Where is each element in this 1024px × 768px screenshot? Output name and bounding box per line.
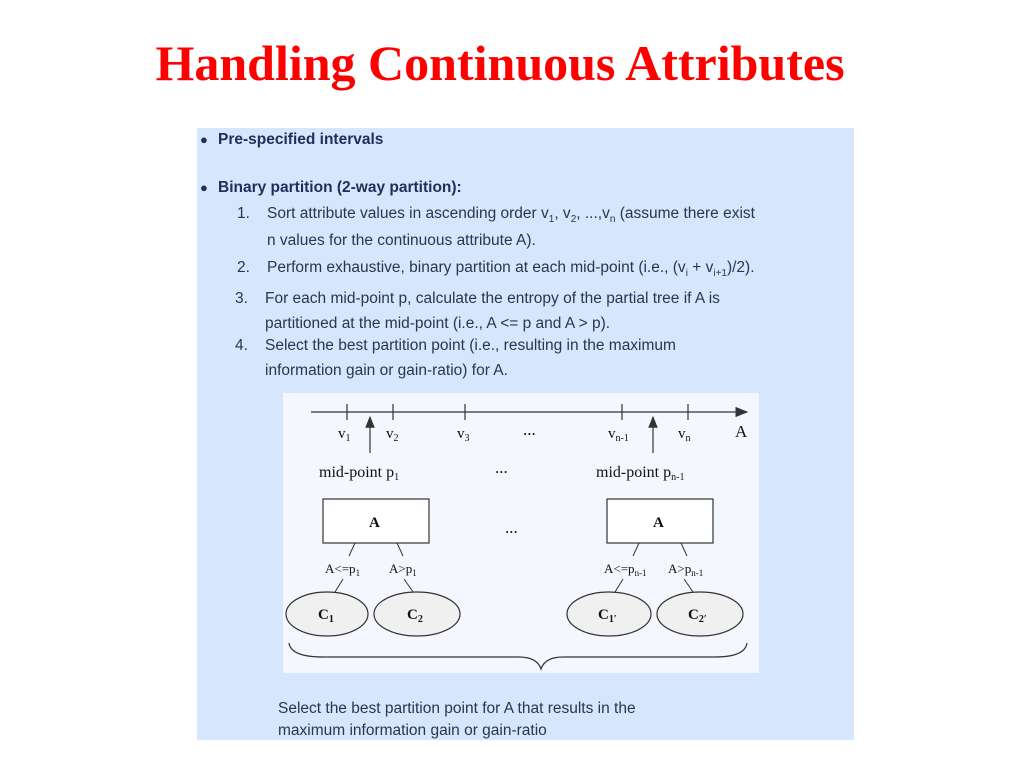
tree-ellipsis: ... [505,518,518,537]
tick-label-v2: v2 [386,426,399,444]
leaf-c2-label: C2 [407,607,423,625]
axis-label: A [735,422,748,441]
leaf-c2 [373,591,461,637]
axis-ellipsis: ... [523,420,536,439]
branch-label-right-le: A<=pn-1 [604,561,647,578]
leaf-c1-prime [566,591,652,637]
footer-caption: Select the best partition point for A th… [278,698,636,742]
midpoint-ellipsis: ... [495,458,508,477]
branch-right-gt [680,542,688,557]
midpoint-label-n-1: mid-point pn-1 [596,464,684,483]
tick-label-v3: v3 [457,426,470,444]
leaf-c1-prime-label: C1′ [598,607,617,625]
bullet-text: Pre-specified intervals [218,131,384,148]
edge-right-c1 [614,578,624,593]
node-a-right-label: A [653,515,664,531]
leaf-c1-label: C1 [318,607,334,625]
tick-label-vn-1: vn-1 [608,426,629,444]
branch-label-left-le: A<=p1 [325,561,360,578]
step-number: 4. [235,337,248,354]
tick-label-vn: vn [678,426,691,444]
branch-left-gt [396,542,404,557]
branch-right-le [632,542,640,557]
leaf-c2-prime [656,591,744,637]
partition-diagram-svg: A v1 v2 v3 vn-1 vn ... mid-point p1 mid-… [285,404,749,671]
leaf-c1 [285,591,369,637]
step-number: 3. [235,290,248,307]
step-3-line1: For each mid-point p, calculate the entr… [265,290,720,307]
node-a-left-label: A [369,515,380,531]
footer-line2: maximum information gain or gain-ratio [278,722,547,739]
brace-shape [288,642,748,671]
edge-right-c2 [683,578,694,593]
step-1-line1: Sort attribute values in ascending order… [267,205,755,226]
tick-label-v1: v1 [338,426,351,444]
leaf-c2-prime-label: C2′ [688,607,707,625]
edge-left-c1 [334,578,344,593]
midpoint-label-1: mid-point p1 [319,464,399,483]
step-4-line1: Select the best partition point (i.e., r… [265,337,676,354]
bullet-dot-icon: ● [200,180,208,195]
step-3-line2: partitioned at the mid-point (i.e., A <=… [265,315,611,332]
step-2-line1: Perform exhaustive, binary partition at … [267,259,755,280]
partition-diagram: A v1 v2 v3 vn-1 vn ... mid-point p1 mid-… [283,393,759,673]
edge-left-c2 [403,578,414,593]
branch-left-le [348,542,356,557]
bullet-dot-icon: ● [200,132,208,147]
step-number: 2. [237,259,250,276]
bullet-binary-partition: ● Binary partition (2-way partition): [200,179,462,197]
branch-label-left-gt: A>p1 [389,561,417,578]
node-a-left [322,498,430,544]
step-1-line2: n values for the continuous attribute A)… [267,232,536,249]
node-a-right [606,498,714,544]
bullet-pre-specified: ● Pre-specified intervals [200,131,383,149]
step-4-line2: information gain or gain-ratio) for A. [265,362,508,379]
bullet-text: Binary partition (2-way partition): [218,179,462,196]
step-number: 1. [237,205,250,222]
slide-title: Handling Continuous Attributes [155,35,845,91]
footer-line1: Select the best partition point for A th… [278,700,636,717]
branch-label-right-gt: A>pn-1 [668,561,703,578]
